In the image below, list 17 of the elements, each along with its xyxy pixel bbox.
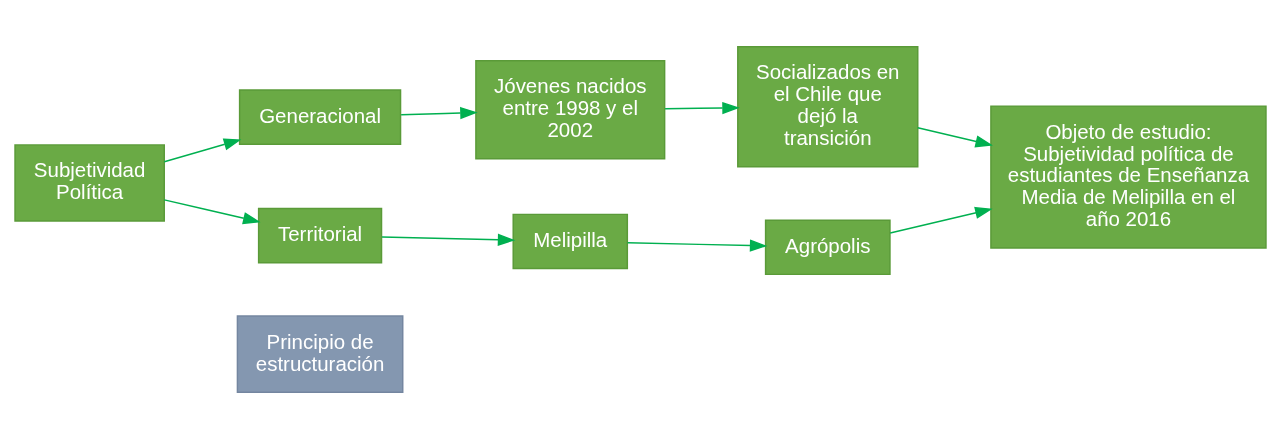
node-box: Subjetividad Política: [14, 144, 165, 222]
arrow: [381, 233, 516, 246]
arrow: [163, 138, 242, 163]
node-box: Generacional: [238, 89, 402, 145]
arrow: [163, 199, 261, 225]
arrow: [917, 127, 993, 148]
arrow: [400, 106, 478, 120]
node-box: Jóvenes nacidos entre 1998 y el 2002: [475, 60, 666, 160]
node-box: Principio de estructuración: [236, 315, 404, 393]
arrow: [664, 101, 740, 115]
node-box: Territorial: [257, 207, 383, 264]
node-box: Melipilla: [512, 213, 629, 270]
node-box: Agrópolis: [764, 219, 891, 276]
node-box: Socializados en el Chile que dejó la transición: [737, 46, 919, 168]
arrow: [626, 239, 768, 252]
node-box: Objeto de estudio: Subjetividad política de estudiantes de Enseñanza Media de Melipilla en el año 2016: [990, 105, 1267, 249]
arrow: [889, 206, 993, 234]
